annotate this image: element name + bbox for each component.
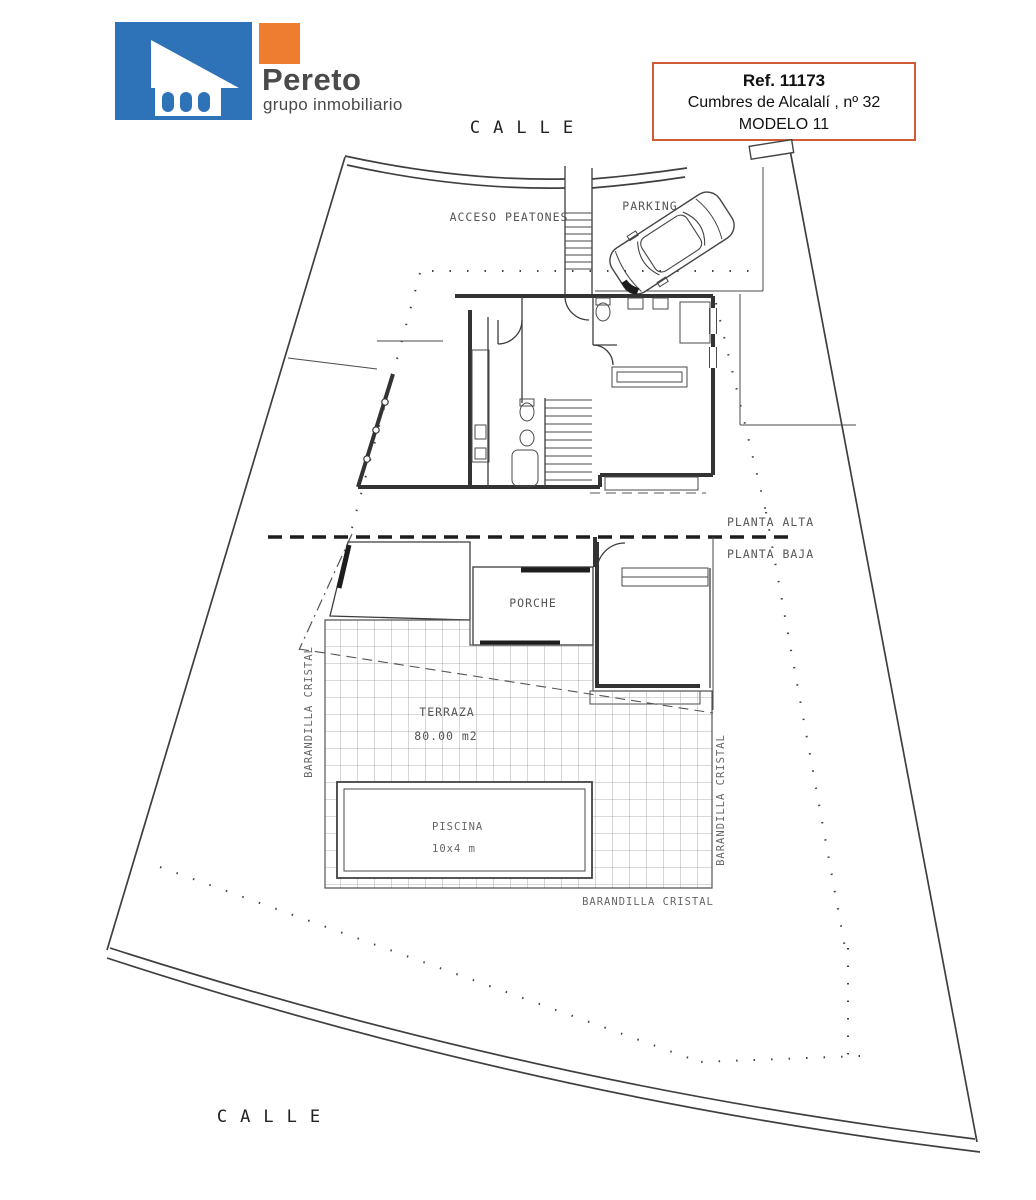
entrance-marker bbox=[748, 138, 795, 161]
pool bbox=[336, 781, 593, 879]
parking-label: PARKING bbox=[622, 199, 677, 213]
brand-tagline: grupo inmobiliario bbox=[263, 95, 403, 114]
floor-divider: PLANTA ALTA PLANTA BAJA bbox=[268, 515, 814, 561]
brand-name: Pereto bbox=[262, 62, 362, 97]
ref-address: Cumbres de Alcalalí , nº 32 bbox=[687, 94, 881, 111]
planta-alta-plan bbox=[287, 294, 717, 494]
planta-alta-label: PLANTA ALTA bbox=[727, 515, 814, 529]
reference-box: Ref. 11173 Cumbres de Alcalalí , nº 32 M… bbox=[652, 62, 916, 141]
setback-dotted-lines bbox=[159, 270, 861, 1063]
logo-blue-square bbox=[115, 22, 252, 120]
plot-boundary bbox=[106, 138, 981, 1153]
ref-number: Ref. 11173 bbox=[742, 71, 826, 90]
acceso-peatones-label: ACCESO PEATONES bbox=[450, 210, 569, 224]
planta-baja-label: PLANTA BAJA bbox=[727, 547, 814, 561]
access-stairs bbox=[564, 166, 593, 295]
logo-orange-square bbox=[259, 23, 300, 64]
piscina-size-label: 10x4 m bbox=[432, 843, 476, 855]
parking-area bbox=[595, 167, 856, 426]
car-icon bbox=[609, 191, 735, 295]
terraza-label: TERRAZA bbox=[419, 705, 474, 719]
porche-label: PORCHE bbox=[509, 596, 557, 610]
street-label-top: CALLE bbox=[470, 118, 586, 138]
street-label-bottom: CALLE bbox=[217, 1107, 333, 1127]
barandilla-right-label: BARANDILLA CRISTAL bbox=[715, 734, 727, 866]
barandilla-bottom-label: BARANDILLA CRISTAL bbox=[582, 896, 714, 908]
terraza-area-label: 80.00 m2 bbox=[414, 729, 477, 743]
barandilla-left-label: BARANDILLA CRISTAL bbox=[303, 646, 315, 778]
house-logo-icon bbox=[151, 40, 239, 116]
ref-model: MODELO 11 bbox=[738, 116, 830, 133]
terrace-and-pool: TERRAZA 80.00 m2 PISCINA 10x4 m bbox=[298, 619, 714, 889]
piscina-label: PISCINA bbox=[432, 821, 483, 833]
